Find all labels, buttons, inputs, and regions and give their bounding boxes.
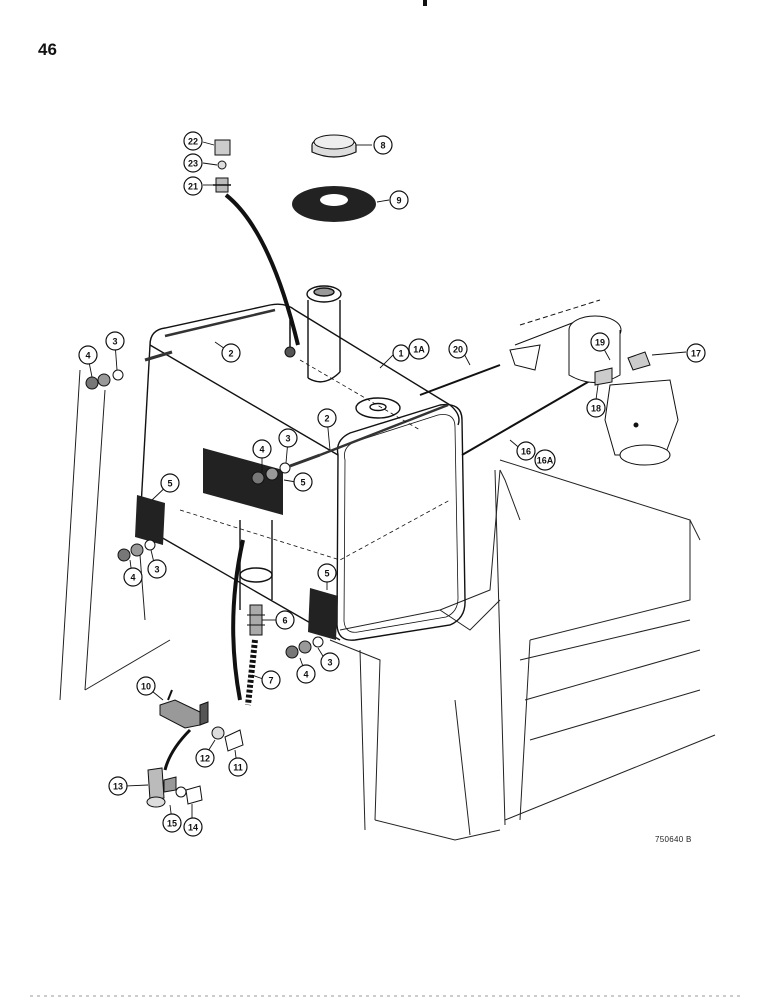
svg-text:1: 1 <box>398 349 403 359</box>
callout-7: 7 <box>261 670 281 690</box>
svg-text:13: 13 <box>113 782 123 792</box>
svg-text:4: 4 <box>85 351 90 361</box>
drain-hose <box>245 639 258 706</box>
shutoff-valve <box>159 689 209 729</box>
tee-fitting <box>146 767 203 808</box>
mounting-frame <box>329 469 501 841</box>
svg-text:3: 3 <box>112 337 117 347</box>
callout-3-top: 3 <box>105 331 125 351</box>
callout-3-right: 3 <box>320 652 340 672</box>
hardware-right-bottom <box>285 636 324 659</box>
machine-body <box>494 459 716 826</box>
svg-text:16: 16 <box>521 447 531 457</box>
figure-code: 750640 B <box>655 835 692 844</box>
callout-5-right: 5 <box>317 563 337 583</box>
svg-text:21: 21 <box>188 182 198 192</box>
callout-1a: 1A <box>408 338 430 360</box>
svg-text:3: 3 <box>327 658 332 668</box>
svg-text:2: 2 <box>324 414 329 424</box>
callout-20: 20 <box>448 339 468 359</box>
callout-17: 17 <box>686 343 706 363</box>
svg-text:9: 9 <box>396 196 401 206</box>
callout-2-top: 2 <box>221 343 241 363</box>
callout-3-left: 3 <box>147 559 167 579</box>
svg-text:2: 2 <box>228 349 233 359</box>
svg-text:23: 23 <box>188 159 198 169</box>
callout-21: 21 <box>183 176 203 196</box>
callout-1: 1 <box>392 344 410 362</box>
page-number: 46 <box>38 40 57 59</box>
svg-text:1A: 1A <box>413 345 425 355</box>
top-mark <box>423 0 427 6</box>
callout-11: 11 <box>228 757 248 777</box>
hardware-left-top <box>85 350 173 390</box>
svg-text:10: 10 <box>141 682 151 692</box>
callout-23: 23 <box>183 153 203 173</box>
svg-text:22: 22 <box>188 137 198 147</box>
fuel-filter-assembly <box>509 299 679 466</box>
svg-text:3: 3 <box>285 434 290 444</box>
fitting-group-top <box>213 139 231 193</box>
fuel-line-20 <box>419 364 501 396</box>
drain-line <box>231 539 245 701</box>
callout-16a: 16A <box>534 449 556 471</box>
svg-text:4: 4 <box>130 573 135 583</box>
svg-text:16A: 16A <box>537 456 554 466</box>
svg-text:12: 12 <box>200 754 210 764</box>
svg-text:6: 6 <box>282 616 287 626</box>
svg-text:4: 4 <box>259 445 264 455</box>
callout-3-mid: 3 <box>278 428 298 448</box>
callout-6: 6 <box>275 610 295 630</box>
frame-left <box>59 369 171 701</box>
svg-text:3: 3 <box>154 565 159 575</box>
svg-text:5: 5 <box>324 569 329 579</box>
callout-19: 19 <box>590 332 610 352</box>
svg-text:4: 4 <box>303 670 308 680</box>
callouts: 22 23 21 8 9 1A 1 20 2 2 4 3 4 3 5 5 4 3… <box>78 131 706 837</box>
callout-18: 18 <box>586 398 606 418</box>
svg-text:14: 14 <box>188 823 198 833</box>
filler-seal <box>292 186 376 222</box>
valve-nuts-right <box>211 726 244 752</box>
callout-9: 9 <box>389 190 409 210</box>
callout-4-top: 4 <box>78 345 98 365</box>
fuel-line-16 <box>461 374 601 456</box>
svg-text:5: 5 <box>167 479 172 489</box>
decal-pads <box>135 448 338 640</box>
svg-text:17: 17 <box>691 349 701 359</box>
callout-2-mid: 2 <box>317 408 337 428</box>
callout-5-left: 5 <box>160 473 180 493</box>
callout-10: 10 <box>136 676 156 696</box>
svg-text:20: 20 <box>453 345 463 355</box>
filler-cap <box>311 134 357 158</box>
callout-22: 22 <box>183 131 203 151</box>
svg-text:19: 19 <box>595 338 605 348</box>
callout-12: 12 <box>195 748 215 768</box>
svg-text:15: 15 <box>167 819 177 829</box>
svg-text:7: 7 <box>268 676 273 686</box>
callout-4-left: 4 <box>123 567 143 587</box>
callout-16: 16 <box>516 441 536 461</box>
hardware-mid <box>251 453 321 485</box>
svg-text:11: 11 <box>233 763 243 773</box>
callout-4-right: 4 <box>296 664 316 684</box>
svg-text:5: 5 <box>300 478 305 488</box>
callout-13: 13 <box>108 776 128 796</box>
fuel-tank <box>139 285 466 641</box>
drain-fitting <box>247 604 265 636</box>
callout-15: 15 <box>162 813 182 833</box>
callout-5-mid: 5 <box>293 472 313 492</box>
vent-line <box>224 193 300 346</box>
svg-text:8: 8 <box>380 141 385 151</box>
callout-14: 14 <box>183 817 203 837</box>
callout-8: 8 <box>373 135 393 155</box>
svg-text:18: 18 <box>591 404 601 414</box>
hardware-left-bottom <box>117 539 156 562</box>
callout-4-mid: 4 <box>252 439 272 459</box>
